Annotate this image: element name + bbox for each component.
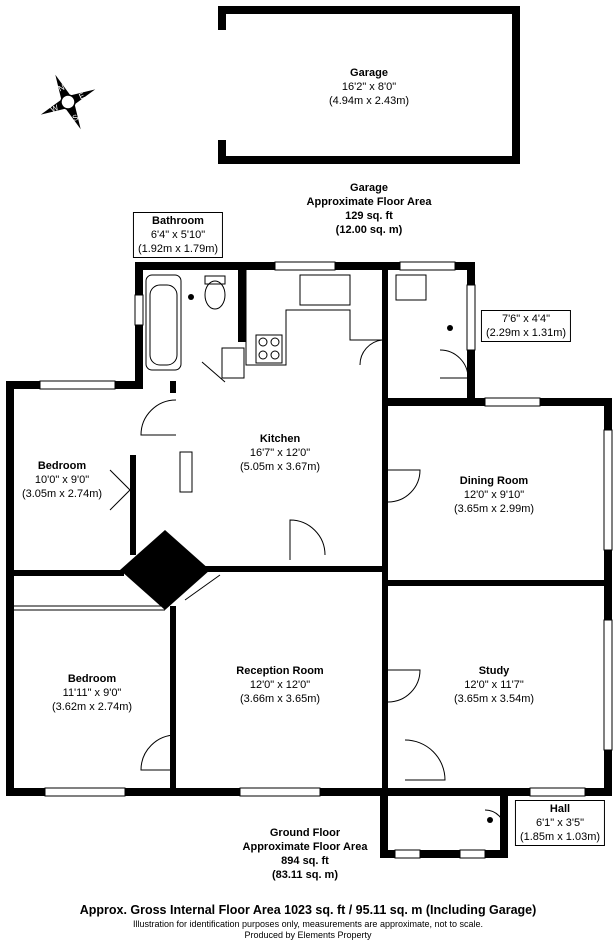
bathroom-fittings (145, 274, 427, 379)
kitchen-fittings (245, 270, 382, 366)
compass-s: S (71, 113, 80, 123)
compass-icon: N E S W (40, 74, 96, 130)
label-hall: Hall 6'1" x 3'5" (1.85m x 1.03m) (514, 800, 606, 846)
label-dining-room: Dining Room 12'0" x 9'10" (3.65m x 2.99m… (453, 475, 535, 515)
label-study: Study 12'0" x 11'7" (3.65m x 3.54m) (453, 665, 535, 705)
label-kitchen: Kitchen 16'7" x 12'0" (5.05m x 3.67m) (239, 433, 321, 473)
garage-walls (218, 6, 520, 164)
label-reception-room: Reception Room 12'0" x 12'0" (3.66m x 3.… (236, 665, 324, 705)
disclaimer: Illustration for identification purposes… (132, 919, 483, 929)
compass-e: E (77, 91, 86, 101)
location-marker (447, 325, 453, 331)
exterior-walls (6, 262, 612, 858)
label-bedroom-2: Bedroom 11'11" x 9'0" (3.62m x 2.74m) (51, 673, 133, 713)
location-marker (487, 817, 493, 823)
location-marker (188, 294, 194, 300)
garage-area: Garage Approximate Floor Area 129 sq. ft… (306, 182, 432, 236)
label-bedroom-1: Bedroom 10'0" x 9'0" (3.05m x 2.74m) (21, 460, 103, 500)
compass-w: W (49, 103, 60, 115)
credit: Produced by Elements Property (244, 930, 372, 940)
footer: Approx. Gross Internal Floor Area 1023 s… (0, 901, 616, 941)
doors (109, 339, 506, 831)
label-porch: 7'6" x 4'4" (2.29m x 1.31m) (480, 310, 572, 342)
interior-walls (14, 270, 604, 788)
ground-floor-area: Ground Floor Approximate Floor Area 894 … (242, 827, 368, 881)
compass-n: N (57, 83, 66, 94)
wardrobe (14, 605, 165, 611)
label-bathroom: Bathroom 6'4" x 5'10" (1.92m x 1.79m) (132, 212, 224, 258)
label-garage: Garage 16'2" x 8'0" (4.94m x 2.43m) (328, 67, 410, 107)
windows (39, 261, 613, 859)
total-floor-area: Approx. Gross Internal Floor Area 1023 s… (79, 903, 537, 917)
